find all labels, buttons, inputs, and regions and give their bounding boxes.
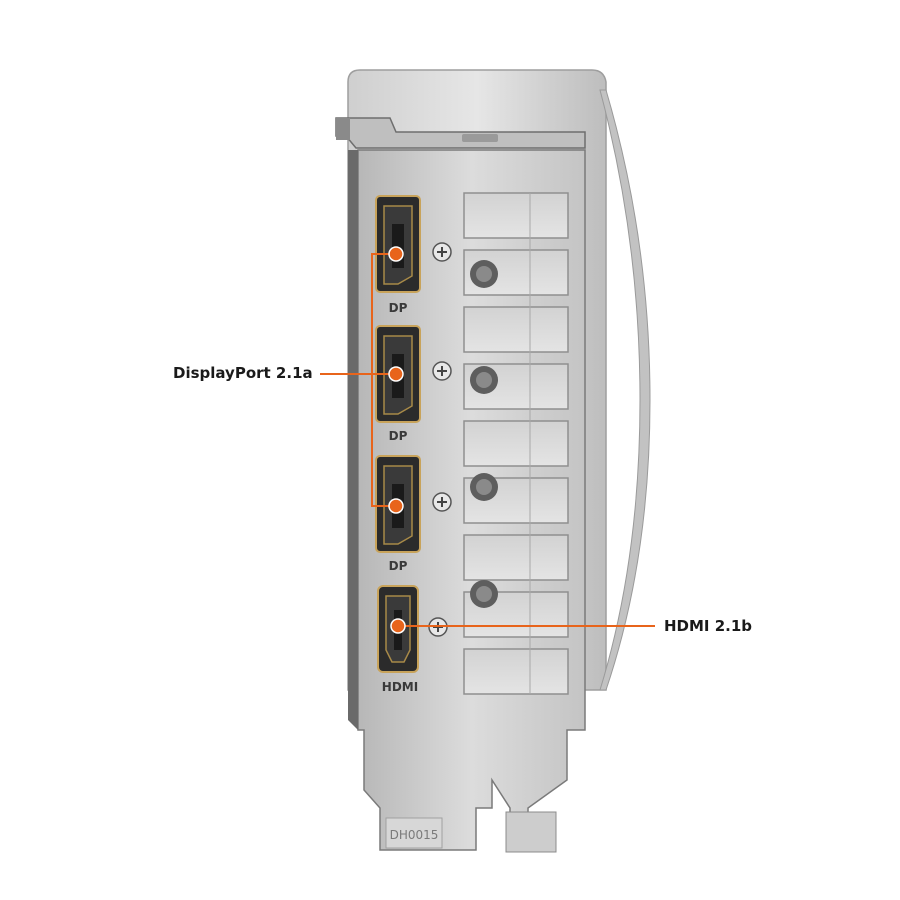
port-label-dp-1: DP <box>389 301 408 315</box>
port-label-dp-2: DP <box>389 429 408 443</box>
port-label-dp-3: DP <box>389 559 408 573</box>
screw-icon <box>432 361 452 381</box>
displayport-callout-label: DisplayPort 2.1a <box>173 364 313 382</box>
port-label-hdmi: HDMI <box>382 680 418 694</box>
bracket-top-tab <box>335 117 586 149</box>
hdmi-callout-label: HDMI 2.1b <box>664 617 753 635</box>
displayport-callout-lines <box>320 253 396 507</box>
bracket-stamp: DH0015 <box>390 828 439 842</box>
callout-dots <box>388 246 406 634</box>
screw-icon <box>432 492 452 512</box>
displayport-connector-1 <box>375 195 421 293</box>
standoff-screws <box>470 260 498 608</box>
screw-icon <box>432 242 452 262</box>
